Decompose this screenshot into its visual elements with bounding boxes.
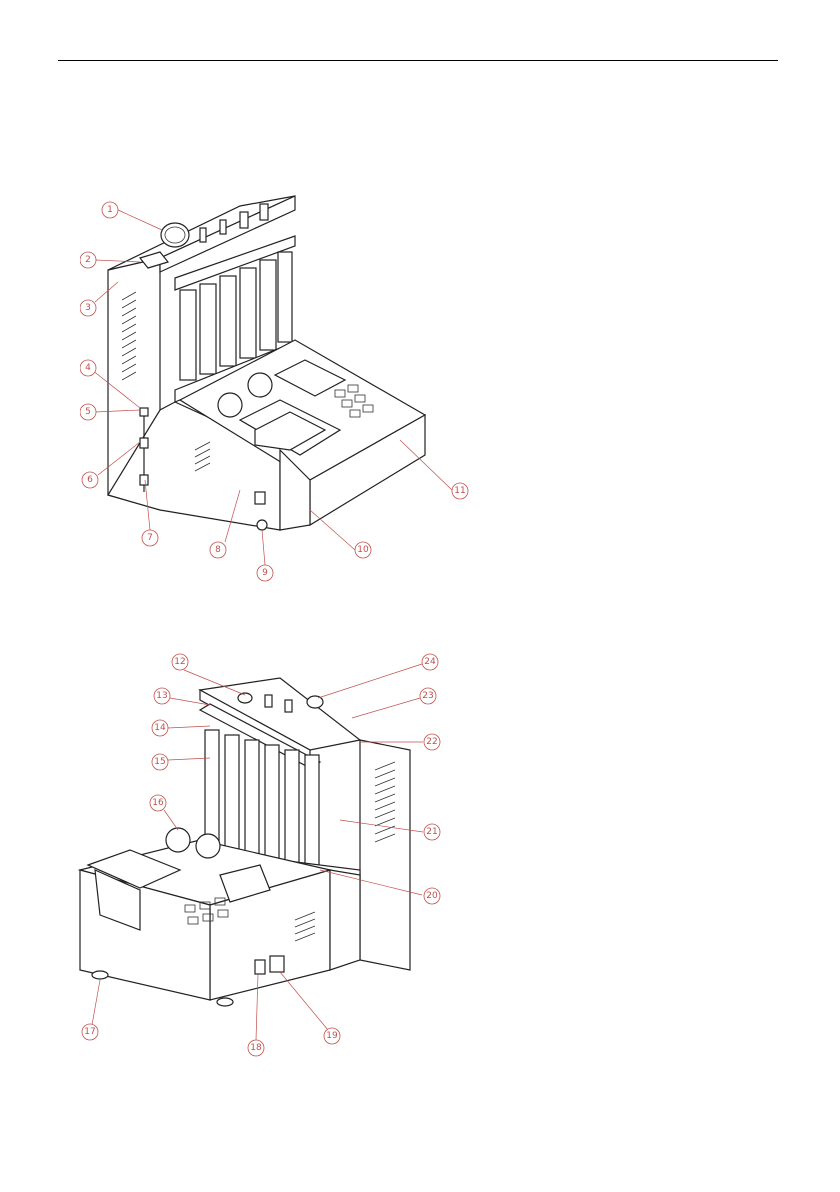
svg-text:10: 10 [357, 545, 369, 555]
svg-text:16: 16 [152, 798, 164, 808]
lower-body-rear [330, 870, 360, 970]
machine-rear-view-drawing: 12 13 14 15 16 17 18 19 20 21 22 23 24 [60, 640, 480, 1060]
svg-text:1: 1 [107, 205, 113, 215]
callout-13: 13 [154, 688, 170, 704]
fuse-socket [257, 520, 267, 530]
callout-15: 15 [152, 754, 168, 770]
callout-5: 5 [80, 404, 96, 420]
callout-24: 24 [422, 654, 438, 670]
callout-14: 14 [152, 720, 168, 736]
svg-text:22: 22 [426, 737, 437, 747]
callout-2: 2 [80, 252, 96, 268]
machine-front-view-drawing: 1 2 3 4 5 6 7 8 9 10 11 [80, 180, 480, 590]
svg-text:9: 9 [262, 568, 268, 578]
svg-text:15: 15 [154, 757, 165, 767]
callout-8: 8 [210, 542, 226, 558]
callout-7: 7 [142, 530, 158, 546]
callout-12: 12 [172, 654, 188, 670]
machine-rear-view-figure: 12 13 14 15 16 17 18 19 20 21 22 23 24 [60, 640, 480, 1060]
power-socket [270, 956, 284, 972]
top-connector [307, 696, 323, 708]
power-switch [255, 492, 265, 504]
svg-text:6: 6 [87, 475, 93, 485]
callout-11: 11 [452, 483, 468, 499]
svg-text:17: 17 [84, 1027, 95, 1037]
svg-text:2: 2 [85, 255, 91, 265]
console-gauge-left [166, 828, 190, 852]
right-side-panel [360, 740, 410, 970]
callout-10: 10 [355, 542, 371, 558]
svg-text:4: 4 [85, 363, 91, 373]
callout-20: 20 [424, 888, 440, 904]
svg-text:19: 19 [326, 1031, 338, 1041]
machine-front-view-figure: 1 2 3 4 5 6 7 8 9 10 11 [80, 180, 480, 590]
svg-text:18: 18 [250, 1043, 262, 1053]
foot-left [92, 971, 108, 979]
svg-text:14: 14 [154, 723, 166, 733]
callout-6: 6 [82, 472, 98, 488]
header-rule [58, 60, 778, 61]
svg-text:13: 13 [156, 691, 167, 701]
svg-text:3: 3 [85, 303, 91, 313]
svg-text:11: 11 [454, 486, 465, 496]
svg-text:5: 5 [85, 407, 91, 417]
svg-text:24: 24 [424, 657, 436, 667]
callout-9: 9 [257, 565, 273, 581]
callout-18: 18 [248, 1040, 264, 1056]
callout-21: 21 [424, 824, 440, 840]
svg-text:23: 23 [422, 691, 433, 701]
console-gauge-right [196, 834, 220, 858]
svg-text:21: 21 [426, 827, 437, 837]
callout-3: 3 [80, 300, 96, 316]
top-fitting [238, 693, 252, 703]
svg-text:7: 7 [147, 533, 153, 543]
svg-text:20: 20 [426, 891, 438, 901]
callout-23: 23 [420, 688, 436, 704]
callout-4: 4 [80, 360, 96, 376]
foot-right [217, 998, 233, 1006]
svg-text:12: 12 [174, 657, 185, 667]
svg-text:8: 8 [215, 545, 221, 555]
power-switch [255, 960, 265, 974]
console-gauge-right [248, 373, 272, 397]
callout-17: 17 [82, 1024, 98, 1040]
callout-22: 22 [424, 734, 440, 750]
callout-19: 19 [324, 1028, 340, 1044]
callout-16: 16 [150, 795, 166, 811]
console-gauge-left [218, 393, 242, 417]
callout-1: 1 [102, 202, 118, 218]
